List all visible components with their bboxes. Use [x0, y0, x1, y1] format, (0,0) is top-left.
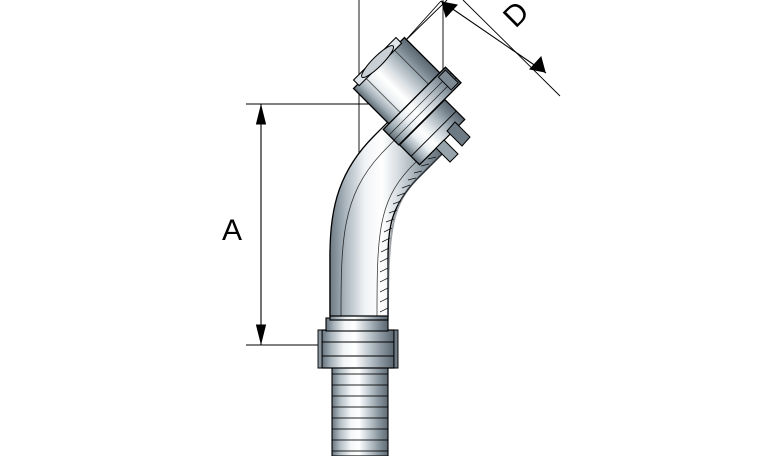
- hose-stem: [331, 365, 389, 456]
- dimension-d: [403, 0, 547, 110]
- flange-notch-detail: [435, 121, 471, 163]
- dim-a-arrow-bottom: [255, 324, 267, 344]
- flange-axis-line: [462, 0, 561, 97]
- flange-head: [352, 36, 462, 146]
- ferrule-collar: [317, 317, 399, 369]
- dim-d-arrow-start: [441, 1, 458, 19]
- bend-knurl-hatching: [379, 156, 437, 313]
- dim-a-arrow-top: [255, 105, 267, 125]
- dim-d-witness-left: [403, 0, 442, 43]
- dim-d-arrow-end: [529, 55, 546, 73]
- flange-face-extension-line: [403, 0, 448, 43]
- dimension-a: [255, 104, 267, 345]
- dim-d-line: [440, 0, 547, 74]
- dimension-label-a: A: [222, 214, 243, 247]
- dim-d-witness-right: [492, 73, 546, 110]
